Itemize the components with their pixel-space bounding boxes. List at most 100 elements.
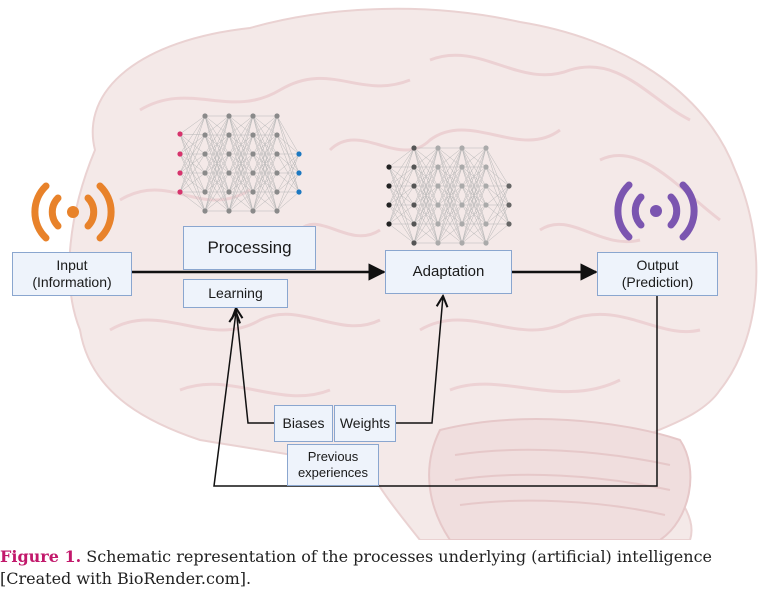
network-neuron (386, 202, 392, 208)
network-connection (252, 191, 278, 212)
network-neuron (296, 170, 302, 176)
network-connection (276, 153, 300, 193)
network-neuron (435, 221, 441, 227)
weights-to-adaptation-arrow (394, 296, 443, 424)
network-neuron (250, 170, 256, 176)
network-connection (461, 223, 487, 244)
processing-box: Processing (183, 226, 316, 270)
network-neuron (459, 240, 465, 246)
network-neuron (483, 183, 489, 189)
connector-lines (132, 263, 658, 487)
network-neuron (226, 132, 232, 138)
network-connection (276, 172, 300, 212)
network-neuron (386, 164, 392, 170)
figure-caption: Figure 1. Schematic representation of th… (0, 546, 766, 590)
network-neuron (411, 164, 417, 170)
network-neuron (202, 189, 208, 195)
network-connection (437, 204, 463, 244)
input-broadcast-signal-icon (31, 182, 115, 242)
network-connection (252, 115, 278, 136)
network-connection (204, 115, 230, 136)
network-neuron (435, 145, 441, 151)
network-connection (485, 185, 510, 206)
network-neuron (411, 240, 417, 246)
network-neuron (250, 208, 256, 214)
network-connection (276, 115, 300, 155)
network-connection (179, 134, 206, 193)
weights-box: Weights (334, 405, 396, 442)
network-connection (228, 191, 254, 212)
adaptation-box: Adaptation (385, 250, 512, 294)
caption-label: Figure 1. (0, 547, 82, 566)
network-connection (388, 147, 415, 187)
network-connection (388, 147, 415, 225)
network-neuron (226, 208, 232, 214)
network-neuron (411, 183, 417, 189)
network-neuron (506, 221, 512, 227)
network-neuron (226, 189, 232, 195)
network-connection (204, 115, 230, 212)
network-connection (204, 115, 230, 155)
network-neuron (459, 183, 465, 189)
brain-gyri (109, 53, 721, 398)
network-neuron (435, 183, 441, 189)
network-connection (204, 115, 230, 193)
network-neuron (202, 151, 208, 157)
network-neuron (274, 113, 280, 119)
network-neuron (274, 151, 280, 157)
network-neuron (226, 151, 232, 157)
network-connection (228, 115, 254, 193)
cerebellum-folds (454, 448, 671, 516)
network-connection (204, 115, 230, 174)
network-neuron (177, 189, 183, 195)
network-neuron (202, 208, 208, 214)
network-connection (179, 133, 206, 136)
network-connection (461, 147, 487, 244)
network-connection (252, 115, 278, 174)
network-neuron (202, 113, 208, 119)
network-neuron (386, 183, 392, 189)
network-connection (461, 185, 487, 244)
network-neuron (274, 189, 280, 195)
network-connection (179, 172, 206, 193)
network-neuron (177, 131, 183, 137)
network-connection (388, 223, 415, 244)
network-neuron (177, 170, 183, 176)
network-connection (461, 166, 487, 244)
network-connection (413, 147, 439, 168)
network-neuron (459, 221, 465, 227)
network-neuron (459, 202, 465, 208)
network-neuron (226, 170, 232, 176)
network-connection (437, 147, 463, 225)
network-neuron (435, 240, 441, 246)
network-connection (179, 191, 206, 212)
network-neuron (435, 202, 441, 208)
learning-box: Learning (183, 279, 288, 308)
network-connection (228, 134, 254, 212)
network-connection (276, 191, 300, 212)
input-box: Input (Information) (12, 252, 132, 296)
network-connection (437, 147, 463, 168)
network-connection (276, 153, 300, 212)
network-neuron (483, 202, 489, 208)
network-neuron (296, 189, 302, 195)
network-connection (437, 147, 463, 206)
network-connection (413, 185, 439, 244)
network-connection (252, 172, 278, 212)
network-neuron (483, 240, 489, 246)
network-connection (485, 185, 510, 244)
network-connection (413, 147, 439, 206)
network-neuron (274, 132, 280, 138)
network-neuron (506, 202, 512, 208)
output-broadcast-signal-icon (614, 181, 698, 241)
network-connection (485, 147, 510, 187)
biases-to-learning-arrow (236, 308, 276, 424)
network-connection (276, 153, 300, 174)
network-connection (437, 147, 463, 187)
processing-neural-network (177, 113, 302, 214)
network-connection (413, 147, 439, 187)
network-connection (413, 147, 439, 244)
network-neuron (483, 164, 489, 170)
network-neuron (250, 132, 256, 138)
network-connection (461, 147, 487, 168)
